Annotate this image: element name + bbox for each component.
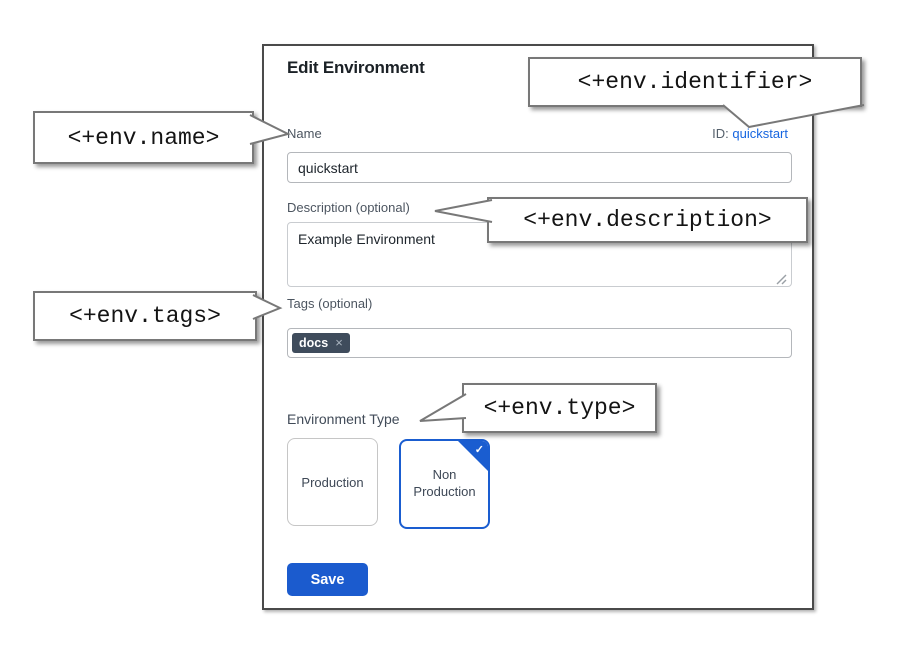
environment-type-label: Environment Type (287, 411, 400, 427)
name-label: Name (287, 126, 322, 141)
callout-env-type: <+env.type> (462, 383, 657, 433)
tags-input[interactable]: docs × (287, 328, 792, 358)
selected-corner-fold (458, 441, 488, 471)
callout-env-tags-text: <+env.tags> (69, 303, 221, 329)
callout-env-name: <+env.name> (33, 111, 254, 164)
callout-env-description: <+env.description> (487, 197, 808, 243)
callout-env-description-tail (434, 199, 493, 223)
environment-type-option-non-production[interactable]: ✓ Non Production (399, 439, 490, 529)
id-value-link[interactable]: quickstart (732, 126, 788, 141)
production-card-label: Production (301, 474, 364, 490)
id-label: ID: (712, 126, 729, 141)
callout-env-tags: <+env.tags> (33, 291, 257, 341)
resize-handle-icon[interactable] (776, 274, 787, 285)
name-input[interactable] (287, 152, 792, 183)
tags-label: Tags (optional) (287, 296, 373, 311)
callout-env-identifier-text: <+env.identifier> (577, 69, 813, 95)
tag-chip-label: docs (299, 336, 329, 350)
callout-env-name-tail (249, 114, 291, 145)
callout-env-name-text: <+env.name> (67, 124, 220, 151)
tag-chip: docs × (292, 333, 350, 353)
save-button[interactable]: Save (287, 563, 368, 596)
callout-env-type-tail (419, 393, 467, 422)
callout-env-identifier-tail (722, 104, 865, 129)
callout-env-description-text: <+env.description> (523, 207, 772, 233)
callout-env-identifier: <+env.identifier> (528, 57, 862, 107)
callout-env-tags-tail (252, 294, 283, 320)
environment-id: ID: quickstart (712, 126, 788, 141)
callout-env-type-text: <+env.type> (483, 395, 636, 421)
tag-remove-icon[interactable]: × (335, 335, 343, 350)
edit-environment-dialog: Edit Environment Name ID: quickstart Des… (262, 44, 814, 610)
dialog-title: Edit Environment (287, 58, 425, 77)
description-label: Description (optional) (287, 200, 410, 215)
non-production-card-label: Non Production (413, 467, 476, 499)
environment-type-option-production[interactable]: Production (287, 438, 378, 526)
check-icon: ✓ (474, 444, 484, 456)
